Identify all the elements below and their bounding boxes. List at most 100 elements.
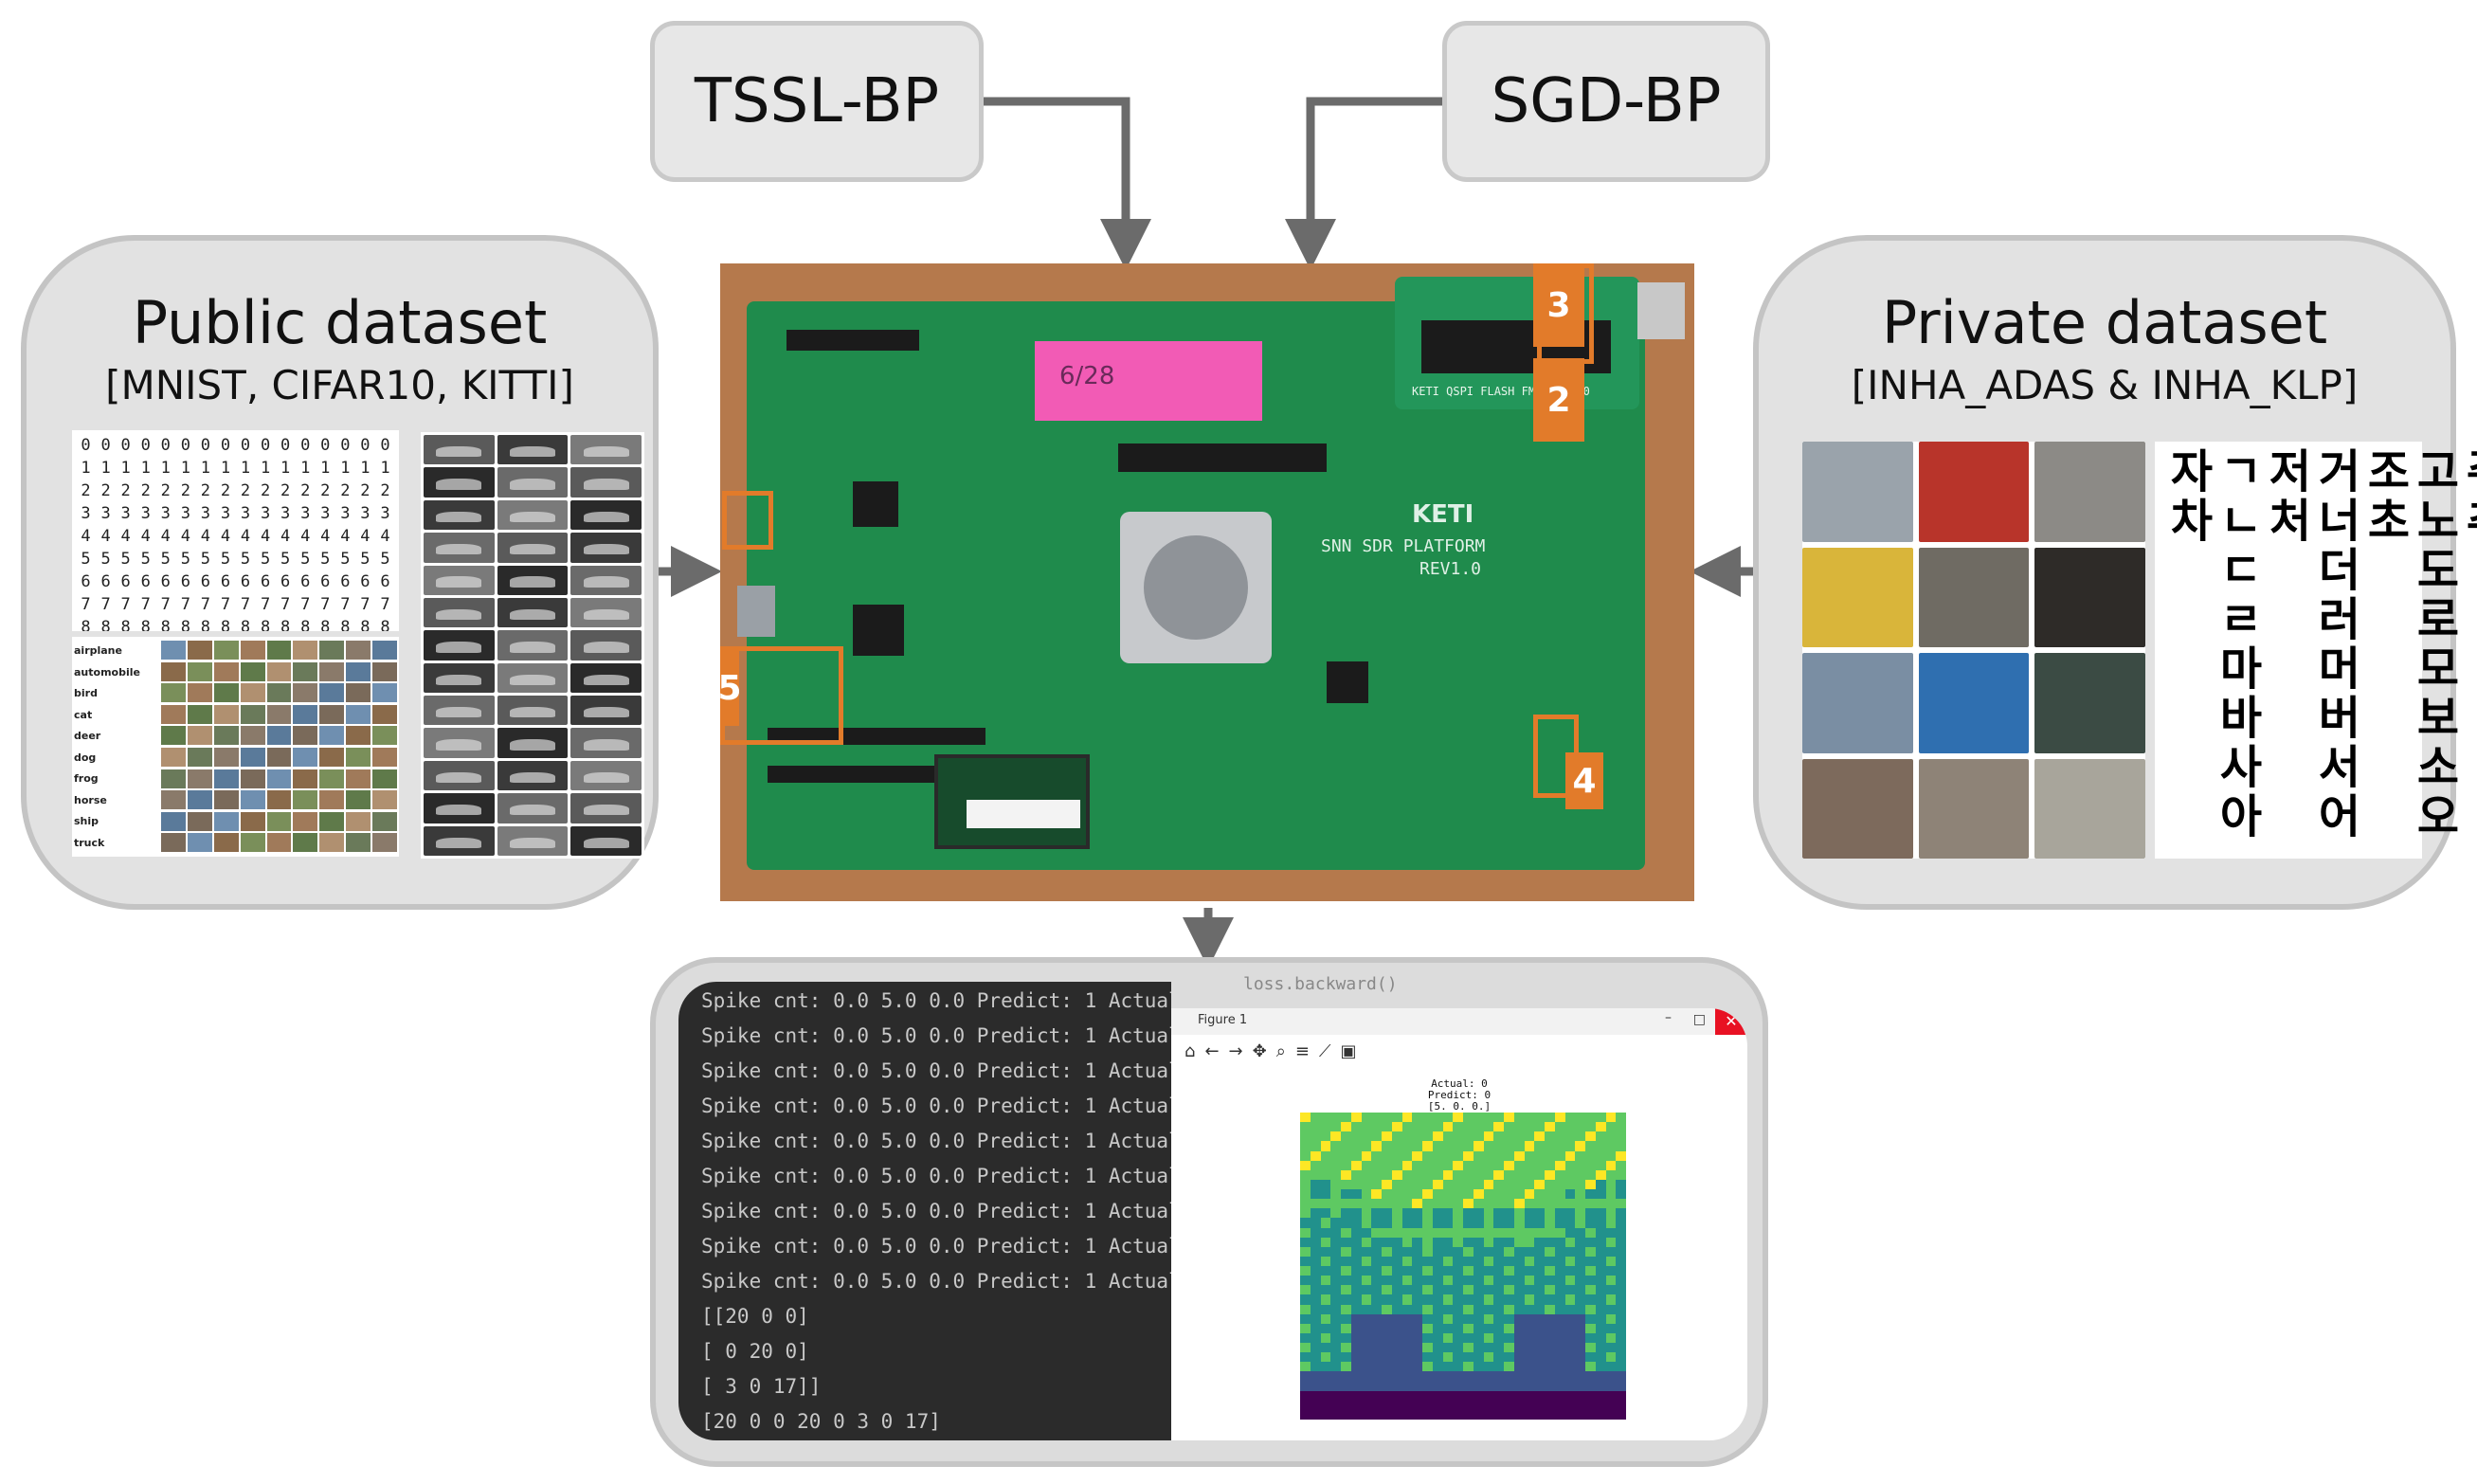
mnist-digit: 4 (100, 527, 111, 546)
heatmap-pixel (1432, 1122, 1443, 1132)
heatmap-pixel (1554, 1131, 1565, 1142)
mnist-digit: 1 (120, 459, 131, 478)
heatmap-pixel (1391, 1409, 1402, 1420)
mnist-digit: 1 (220, 459, 231, 478)
back-arrow-icon[interactable]: ← (1204, 1041, 1220, 1061)
heatmap-pixel (1330, 1276, 1341, 1286)
heatmap-pixel (1371, 1276, 1382, 1286)
heatmap-pixel (1483, 1160, 1494, 1170)
heatmap-pixel (1382, 1179, 1392, 1189)
kitti-car-crop (424, 467, 495, 498)
heatmap-pixel (1616, 1131, 1626, 1142)
heatmap-pixel (1473, 1113, 1484, 1123)
heatmap-pixel (1545, 1122, 1555, 1132)
mnist-digit: 1 (180, 459, 190, 478)
kitti-car-crop (570, 696, 642, 726)
klp-character-column: 고노도로모보소오조초 (2358, 447, 2460, 842)
heatmap-pixel (1391, 1304, 1402, 1314)
heatmap-pixel (1361, 1294, 1372, 1305)
heatmap-pixel (1320, 1313, 1331, 1324)
heatmap-pixel (1350, 1352, 1362, 1363)
heatmap-pixel (1401, 1227, 1413, 1238)
figure-close-button[interactable]: ✕ (1715, 1008, 1747, 1035)
cifar10-class-label: dog (74, 751, 97, 764)
heatmap-pixel (1463, 1323, 1474, 1333)
cifar10-tile (213, 641, 239, 660)
forward-arrow-icon[interactable]: → (1228, 1041, 1243, 1061)
heatmap-pixel (1453, 1150, 1463, 1161)
mnist-digit: 0 (140, 436, 151, 455)
heatmap-pixel (1585, 1332, 1596, 1343)
heatmap-pixel (1585, 1304, 1596, 1314)
heatmap-pixel (1595, 1246, 1606, 1257)
heatmap-pixel (1442, 1122, 1454, 1132)
heatmap-pixel (1483, 1323, 1494, 1333)
heatmap-pixel (1575, 1409, 1585, 1420)
mnist-digit: 3 (340, 504, 351, 523)
heatmap-pixel (1513, 1160, 1525, 1170)
heatmap-pixel (1320, 1409, 1331, 1420)
figure-maximize-button[interactable]: □ (1692, 1012, 1706, 1027)
heatmap-pixel (1595, 1189, 1606, 1200)
kitti-car-crop (497, 728, 569, 758)
heatmap-pixel (1382, 1266, 1392, 1276)
heatmap-pixel (1432, 1332, 1443, 1343)
heatmap-pixel (1432, 1199, 1443, 1209)
heatmap-pixel (1412, 1313, 1422, 1324)
heatmap-pixel (1330, 1150, 1341, 1161)
heatmap-pixel (1473, 1131, 1484, 1142)
mnist-digit: 4 (120, 527, 131, 546)
heatmap-pixel (1401, 1323, 1413, 1333)
kitti-car-crop (570, 825, 642, 856)
heatmap-pixel (1442, 1332, 1454, 1343)
heatmap-pixel (1504, 1208, 1514, 1219)
pan-icon[interactable]: ✥ (1252, 1041, 1267, 1061)
heatmap-pixel (1585, 1294, 1596, 1305)
heatmap-pixel (1575, 1362, 1585, 1372)
figure-minimize-button[interactable]: – (1665, 1010, 1672, 1025)
heatmap-pixel (1401, 1409, 1413, 1420)
pin-header-left-2 (768, 766, 985, 783)
mnist-digit: 8 (140, 618, 151, 631)
heatmap-pixel (1422, 1352, 1433, 1363)
kitti-car-crop (497, 662, 569, 694)
heatmap-pixel (1473, 1304, 1484, 1314)
heatmap-pixel (1350, 1199, 1362, 1209)
mnist-digit: 2 (240, 481, 251, 500)
heatmap-pixel (1554, 1332, 1565, 1343)
cifar10-tile (319, 641, 345, 660)
home-icon[interactable]: ⌂ (1184, 1041, 1196, 1061)
heatmap-pixel (1412, 1332, 1422, 1343)
heatmap-pixel (1524, 1343, 1535, 1353)
ethernet-port (1637, 282, 1685, 339)
heatmap-pixel (1616, 1199, 1626, 1209)
heatmap-pixel (1300, 1313, 1311, 1324)
heatmap-pixel (1493, 1362, 1504, 1372)
heatmap-pixel (1401, 1122, 1413, 1132)
zoom-icon[interactable]: ⌕ (1275, 1041, 1286, 1061)
heatmap-pixel (1422, 1266, 1433, 1276)
subplots-icon[interactable]: ≡ (1294, 1041, 1310, 1061)
mnist-digit: 6 (240, 572, 251, 591)
heatmap-pixel (1382, 1362, 1392, 1372)
heatmap-pixel (1585, 1179, 1596, 1189)
cifar10-tile (187, 811, 212, 831)
fpga-heatsink (1120, 512, 1272, 663)
heatmap-pixel (1300, 1266, 1311, 1276)
heatmap-pixel (1361, 1131, 1372, 1142)
heatmap-pixel (1401, 1304, 1413, 1314)
heatmap-pixel (1575, 1160, 1585, 1170)
heatmap-pixel (1616, 1256, 1626, 1266)
heatmap-pixel (1401, 1266, 1413, 1276)
heatmap-pixel (1483, 1113, 1494, 1123)
heatmap-pixel (1585, 1323, 1596, 1333)
heatmap-pixel (1473, 1352, 1484, 1363)
save-icon[interactable]: ▣ (1340, 1041, 1357, 1061)
heatmap-pixel (1575, 1246, 1585, 1257)
heatmap-pixel (1524, 1256, 1535, 1266)
mnist-digit: 2 (81, 481, 91, 500)
heatmap-pixel (1422, 1323, 1433, 1333)
heatmap-pixel (1310, 1285, 1321, 1295)
edit-curve-icon[interactable]: ⟋ (1318, 1041, 1331, 1061)
heatmap-pixel (1605, 1362, 1617, 1372)
